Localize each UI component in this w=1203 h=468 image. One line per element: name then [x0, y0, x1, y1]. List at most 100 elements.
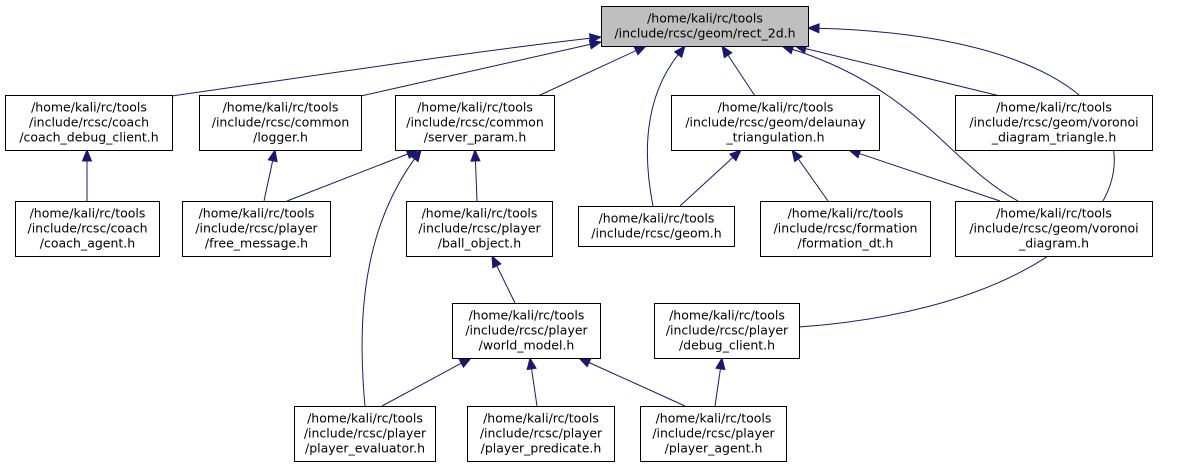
node-box — [182, 201, 331, 257]
node-box — [955, 201, 1153, 257]
edge-line — [171, 37, 592, 97]
node-label-line: /player_agent.h — [665, 441, 763, 456]
edge-debug_client-to-rect_2d — [798, 23, 1115, 328]
node-label-line: /home/kali/rc/tools — [31, 100, 147, 115]
node-label-line: /home/kali/rc/tools — [647, 11, 763, 26]
node-layer: /home/kali/rc/tools/include/rcsc/geom/re… — [5, 6, 1153, 462]
node-coach-agent[interactable]: /home/kali/rc/tools/include/rcsc/coach/c… — [15, 201, 160, 257]
arrow-head — [526, 356, 537, 371]
edge-line — [646, 53, 680, 207]
edge-line — [798, 27, 1115, 328]
arrow-head — [806, 23, 820, 34]
node-voronoi-diagram[interactable]: /home/kali/rc/tools/include/rcsc/geom/vo… — [955, 201, 1153, 257]
node-box — [15, 201, 160, 257]
node-player-predicate[interactable]: /home/kali/rc/tools/include/rcsc/player/… — [467, 406, 615, 462]
edge-line — [804, 47, 1001, 97]
edge-player_predicate-to-world_model — [526, 356, 538, 407]
node-box — [640, 406, 787, 462]
node-label-line: /home/kali/rc/tools — [422, 206, 538, 221]
node-label-line: /home/kali/rc/tools — [788, 206, 904, 221]
node-label-line: _triangulation.h — [725, 130, 824, 145]
node-coach-debug-client[interactable]: /home/kali/rc/tools/include/rcsc/coach/c… — [5, 95, 173, 151]
edge-line — [791, 48, 1019, 202]
node-label-line: /include/rcsc/coach — [27, 221, 147, 236]
node-debug-client[interactable]: /home/kali/rc/tools/include/rcsc/player/… — [654, 303, 800, 359]
node-label-line: /world_model.h — [479, 338, 575, 353]
node-logger[interactable]: /home/kali/rc/tools/include/rcsc/common/… — [199, 95, 362, 151]
edge-world_model-to-ball_object — [491, 254, 516, 304]
node-label-line: /include/rcsc/player — [666, 323, 789, 338]
arrow-head — [791, 148, 803, 163]
edge-voronoi_diagram_triangle-to-rect_2d — [793, 43, 1001, 97]
node-label-line: /home/kali/rc/tools — [996, 100, 1112, 115]
node-label-line: /home/kali/rc/tools — [599, 211, 715, 226]
edge-line — [858, 152, 1001, 202]
edge-line — [263, 159, 274, 202]
node-world-model[interactable]: /home/kali/rc/tools/include/rcsc/player/… — [452, 303, 601, 359]
edge-free_message-to-server_param — [286, 149, 420, 202]
node-box — [5, 95, 173, 151]
node-player-agent[interactable]: /home/kali/rc/tools/include/rcsc/player/… — [640, 406, 787, 462]
node-ball-object[interactable]: /home/kali/rc/tools/include/rcsc/player/… — [406, 201, 553, 257]
node-box — [578, 206, 735, 247]
edge-coach_agent-to-coach_debug_client — [81, 148, 93, 201]
node-label-line: /include/rcsc/player — [480, 426, 603, 441]
node-label-line: /home/kali/rc/tools — [417, 100, 533, 115]
node-box — [671, 95, 880, 151]
node-label-line: /coach_debug_client.h — [19, 130, 158, 145]
node-free-message[interactable]: /home/kali/rc/tools/include/rcsc/player/… — [182, 201, 331, 257]
edge-line — [381, 362, 463, 407]
arrow-head — [470, 148, 481, 162]
node-geom[interactable]: /home/kali/rc/tools/include/rcsc/geom.h — [578, 206, 735, 247]
node-box — [467, 406, 615, 462]
node-label-line: _diagram.h — [1018, 236, 1089, 251]
node-label-line: /include/rcsc/formation — [774, 221, 918, 236]
node-box — [199, 95, 362, 151]
edge-player_agent-to-world_model — [577, 357, 686, 407]
node-label-line: /home/kali/rc/tools — [669, 308, 785, 323]
edge-line — [587, 361, 686, 407]
node-label-line: /home/kali/rc/tools — [30, 206, 146, 221]
arrow-head — [728, 149, 742, 162]
edge-line — [537, 49, 638, 97]
node-label-line: /free_message.h — [205, 236, 308, 251]
node-label-line: /ball_object.h — [438, 236, 521, 251]
node-server-param[interactable]: /home/kali/rc/tools/include/rcsc/common/… — [395, 95, 555, 151]
node-voronoi-diagram-triangle[interactable]: /home/kali/rc/tools/include/rcsc/geom/vo… — [955, 95, 1153, 151]
edge-free_message-to-logger — [263, 148, 278, 202]
arrow-head — [673, 44, 686, 59]
node-label-line: /include/rcsc/geom/voronoi — [969, 221, 1138, 236]
node-label-line: /include/rcsc/common — [212, 115, 350, 130]
edge-line — [495, 264, 516, 304]
node-delaunay-triangulation[interactable]: /home/kali/rc/tools/include/rcsc/geom/de… — [671, 95, 880, 151]
edge-line — [286, 153, 409, 202]
node-rect-2d[interactable]: /home/kali/rc/tools/include/rcsc/geom/re… — [601, 6, 809, 47]
arrow-head — [267, 148, 278, 163]
node-label-line: /include/rcsc/player — [465, 323, 588, 338]
edge-player_agent-to-debug_client — [714, 356, 726, 407]
edge-formation_dt-to-delaunay_triangulation — [791, 148, 829, 202]
edge-player_evaluator-to-server_param — [361, 148, 422, 407]
node-label-line: /logger.h — [253, 130, 308, 145]
node-label-line: /home/kali/rc/tools — [996, 206, 1112, 221]
node-label-line: /server_param.h — [424, 130, 527, 145]
node-box — [395, 95, 555, 151]
node-label-line: /coach_agent.h — [40, 236, 135, 251]
edge-ball_object-to-server_param — [470, 148, 481, 202]
node-player-evaluator[interactable]: /home/kali/rc/tools/include/rcsc/player/… — [294, 406, 436, 462]
node-label-line: /include/rcsc/geom/rect_2d.h — [614, 26, 795, 41]
node-label-line: /include/rcsc/player — [418, 221, 541, 236]
arrow-head — [721, 44, 733, 59]
node-label-line: /include/rcsc/player — [652, 426, 775, 441]
arrow-head — [81, 148, 93, 162]
node-box — [452, 303, 601, 359]
node-box — [601, 6, 809, 47]
node-box — [406, 201, 553, 257]
node-formation-dt[interactable]: /home/kali/rc/tools/include/rcsc/formati… — [760, 201, 931, 257]
edge-line — [727, 54, 756, 97]
edge-line — [714, 367, 722, 407]
node-label-line: /include/rcsc/geom/voronoi — [969, 115, 1138, 130]
node-label-line: /include/rcsc/geom.h — [591, 226, 721, 241]
node-label-line: /player_predicate.h — [481, 441, 602, 456]
node-box — [294, 406, 436, 462]
